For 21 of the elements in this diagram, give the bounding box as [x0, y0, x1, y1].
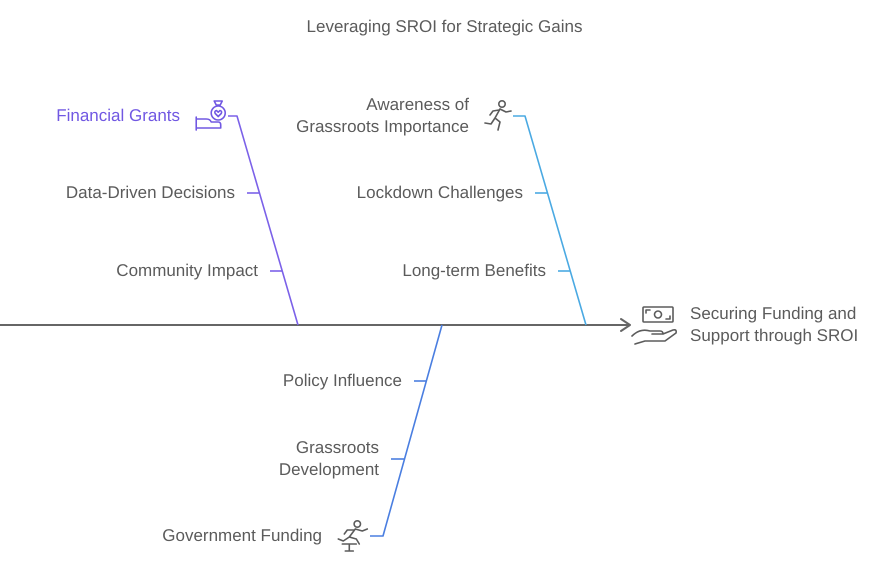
branch-line [414, 380, 426, 382]
diagram-title: Leveraging SROI for Strategic Gains [306, 16, 584, 38]
effect-label: Securing Funding and Support through SROI [690, 303, 860, 347]
branch-line [535, 192, 548, 194]
cause-label: Data-Driven Decisions [66, 182, 235, 204]
cause-label: Grassroots Development [278, 437, 379, 481]
spine-arrow [0, 318, 631, 332]
cause-label: Long-term Benefits [402, 260, 546, 282]
cause-label: Policy Influence [282, 370, 402, 392]
branch-line [247, 192, 260, 194]
cause-label: Community Impact [116, 260, 258, 282]
branch-line [391, 458, 405, 460]
bone-line [513, 115, 587, 326]
branch-line [558, 270, 570, 272]
category-label: Financial Grants [56, 105, 180, 127]
category-label: Awareness of Grassroots Importance [295, 94, 469, 138]
branch-line [270, 270, 282, 272]
cause-label: Lockdown Challenges [356, 182, 523, 204]
bone-line [370, 324, 443, 537]
category-label: Government Funding [162, 525, 322, 547]
bone-line [228, 115, 299, 326]
